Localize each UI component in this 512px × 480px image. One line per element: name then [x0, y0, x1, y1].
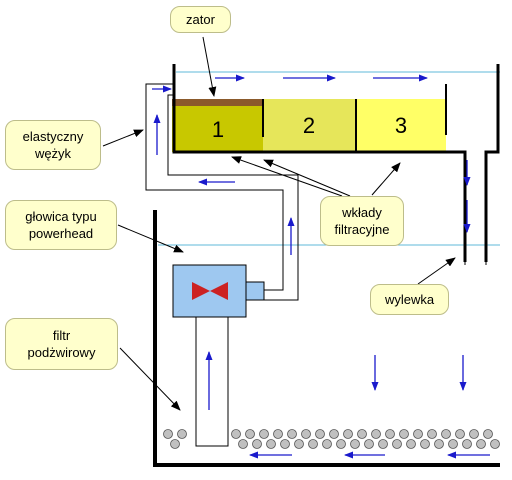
gravel-pebble-icon — [483, 429, 493, 439]
label-glowica-line1: głowica typu — [25, 209, 97, 224]
callout-arrows — [102, 36, 456, 411]
gravel-pebble-icon — [413, 429, 423, 439]
gravel-pebble-icon — [357, 429, 367, 439]
label-elastyczny-line1: elastyczny — [22, 129, 84, 144]
gravel-pebble-icon — [245, 429, 255, 439]
gravel-pebble-icon — [385, 429, 395, 439]
gravel-pebble-icon — [287, 429, 297, 439]
gravel-pebble-icon — [455, 429, 465, 439]
label-glowica: głowica typu powerhead — [5, 200, 117, 250]
gravel-pebble-icon — [170, 439, 180, 449]
label-elastyczny-wezyk: elastyczny wężyk — [5, 120, 101, 170]
label-zator: zator — [170, 6, 231, 33]
gravel-pebble-icon — [490, 439, 500, 449]
hose-outer — [145, 83, 284, 291]
valve-icon — [192, 282, 210, 300]
label-wklady-line2: filtracyjne — [334, 222, 390, 237]
sludge-layer — [172, 99, 263, 106]
uplift-tube — [195, 317, 229, 447]
gravel-pebble-icon — [301, 429, 311, 439]
gravel-pebble-icon — [266, 439, 276, 449]
gravel-pebble-icon — [231, 429, 241, 439]
callout-arrow — [371, 162, 401, 196]
label-filtr-podzwirowy: filtr podżwirowy — [5, 318, 118, 370]
gravel-pebble-icon — [441, 429, 451, 439]
gravel-pebble-icon — [308, 439, 318, 449]
hose-inner — [167, 94, 299, 301]
filter-box-wall-right — [484, 64, 500, 262]
gravel-pebble-icon — [350, 439, 360, 449]
gravel-pebble-icon — [336, 439, 346, 449]
flow-arrows — [152, 74, 490, 459]
gravel-pebble-icon — [238, 439, 248, 449]
gravel-pebble-icon — [343, 429, 353, 439]
label-wylewka: wylewka — [370, 284, 449, 315]
chamber-3 — [356, 99, 446, 152]
gravel-pebble-icon — [371, 429, 381, 439]
gravel-pebble-icon — [315, 429, 325, 439]
chamber-3-number: 3 — [394, 113, 408, 138]
gravel-pebble-icon — [399, 429, 409, 439]
callout-arrow — [263, 159, 351, 197]
gravel-pebble-icon — [448, 439, 458, 449]
gravel-pebble-icon — [469, 429, 479, 439]
label-wklady-line1: wkłady — [342, 205, 382, 220]
gravel-pebble-icon — [259, 429, 269, 439]
gravel-pebble-icon — [462, 439, 472, 449]
gravel-pebble-icon — [163, 429, 173, 439]
chamber-1 — [172, 105, 263, 152]
gravel-pebble-icon — [329, 429, 339, 439]
gravel-pebble-icon — [378, 439, 388, 449]
chamber-2-number: 2 — [302, 113, 316, 138]
gravel-pebble-icon — [252, 439, 262, 449]
gravel-pebble-icon — [406, 439, 416, 449]
label-wklady-filtracyjne: wkłady filtracyjne — [320, 196, 404, 246]
callout-arrow — [119, 347, 181, 411]
label-filtr-line1: filtr — [52, 328, 71, 343]
gravel-pebble-icon — [280, 439, 290, 449]
gravel-pebble-icon — [427, 429, 437, 439]
callout-arrow — [117, 224, 184, 253]
chamber-2 — [263, 99, 356, 152]
gravel-pebble-icon — [322, 439, 332, 449]
callout-arrow — [417, 257, 456, 285]
gravel-pebble-icon — [177, 429, 187, 439]
label-wylewka-text: wylewka — [384, 292, 435, 307]
label-filtr-line2: podżwirowy — [27, 345, 96, 360]
pump-outlet — [245, 281, 265, 301]
gravel-pebble-icon — [294, 439, 304, 449]
label-glowica-line2: powerhead — [28, 226, 94, 241]
gravel-pebble-icon — [476, 439, 486, 449]
chamber-1-number: 1 — [211, 117, 225, 142]
label-zator-text: zator — [186, 12, 215, 27]
gravel-pebble-icon — [273, 429, 283, 439]
gravel-bed — [163, 429, 500, 449]
gravel-pebble-icon — [392, 439, 402, 449]
valve-icon — [210, 282, 228, 300]
callout-arrow — [202, 36, 217, 97]
label-elastyczny-line2: wężyk — [34, 146, 72, 161]
gravel-pebble-icon — [434, 439, 444, 449]
callout-arrow — [102, 129, 144, 147]
gravel-pebble-icon — [420, 439, 430, 449]
callout-arrow — [231, 156, 343, 197]
gravel-pebble-icon — [364, 439, 374, 449]
